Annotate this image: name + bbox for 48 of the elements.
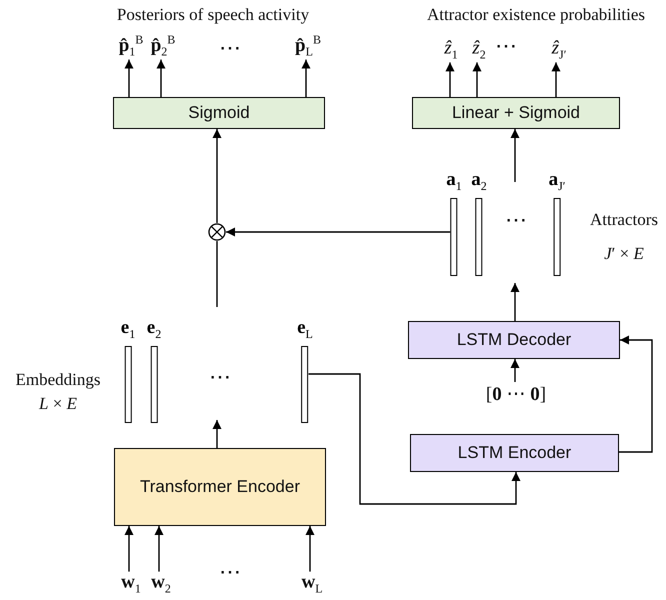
input-symbol: w$_{1}$ (121, 572, 141, 596)
embeddings-label: Embeddings (16, 370, 100, 390)
attractors-label: Attractors (590, 210, 658, 230)
sigmoid-block: Sigmoid (113, 97, 325, 129)
attractor-label: a$_{2}$ (471, 170, 487, 192)
linear-sigmoid-block: Linear + Sigmoid (412, 97, 620, 129)
arrow (212, 129, 222, 223)
arrow (472, 62, 482, 97)
embedding-label: e$_{1}$ (120, 318, 136, 340)
ellipsis: ⋯ (209, 364, 231, 390)
multiply-icon (208, 223, 226, 241)
arrow (510, 283, 520, 321)
dimension-label: L × E (39, 394, 77, 414)
arrow (619, 336, 653, 453)
arrow (446, 62, 454, 97)
arrow (124, 526, 134, 572)
ellipsis: ⋯ (219, 35, 241, 61)
arrow (306, 526, 314, 572)
output-symbol: ẑ$_{2}$ (472, 38, 486, 62)
output-heading: Posteriors of speech activity (116, 5, 310, 25)
ellipsis: ⋯ (495, 33, 517, 59)
arrow (212, 420, 222, 448)
embedding-label: e$_{L}$ (297, 318, 313, 340)
output-heading: Attractor existence probabilities (426, 5, 646, 25)
lstm-encoder-block: LSTM Encoder (410, 434, 619, 472)
arrow (124, 60, 134, 97)
lstm-decoder-block: LSTM Decoder (408, 321, 620, 359)
transformer-encoder-block: Transformer Encoder (114, 448, 326, 526)
arrow (308, 373, 520, 505)
zero-vector: [0 ⋯ 0] (486, 382, 546, 406)
ellipsis: ⋯ (219, 559, 241, 585)
attractor-label: a$_{J′}$ (548, 170, 566, 192)
arrow (156, 60, 166, 97)
arrow (510, 129, 520, 182)
connector-line (216, 241, 218, 307)
arrow (302, 60, 310, 97)
arrow (226, 228, 450, 236)
arrow (510, 359, 520, 382)
attractor-label: a$_{1}$ (446, 170, 462, 192)
ellipsis: ⋯ (505, 207, 527, 233)
input-symbol: w$_{L}$ (301, 572, 323, 596)
embedding-label: e$_{2}$ (146, 318, 162, 340)
dimension-label: J′ × E (604, 244, 644, 264)
input-symbol: w$_{2}$ (151, 572, 171, 596)
arrow (154, 526, 164, 572)
output-symbol: ẑ$_{1}$ (444, 38, 458, 62)
output-symbol: ẑ$_{J′}$ (552, 38, 566, 62)
arrow (552, 62, 560, 97)
